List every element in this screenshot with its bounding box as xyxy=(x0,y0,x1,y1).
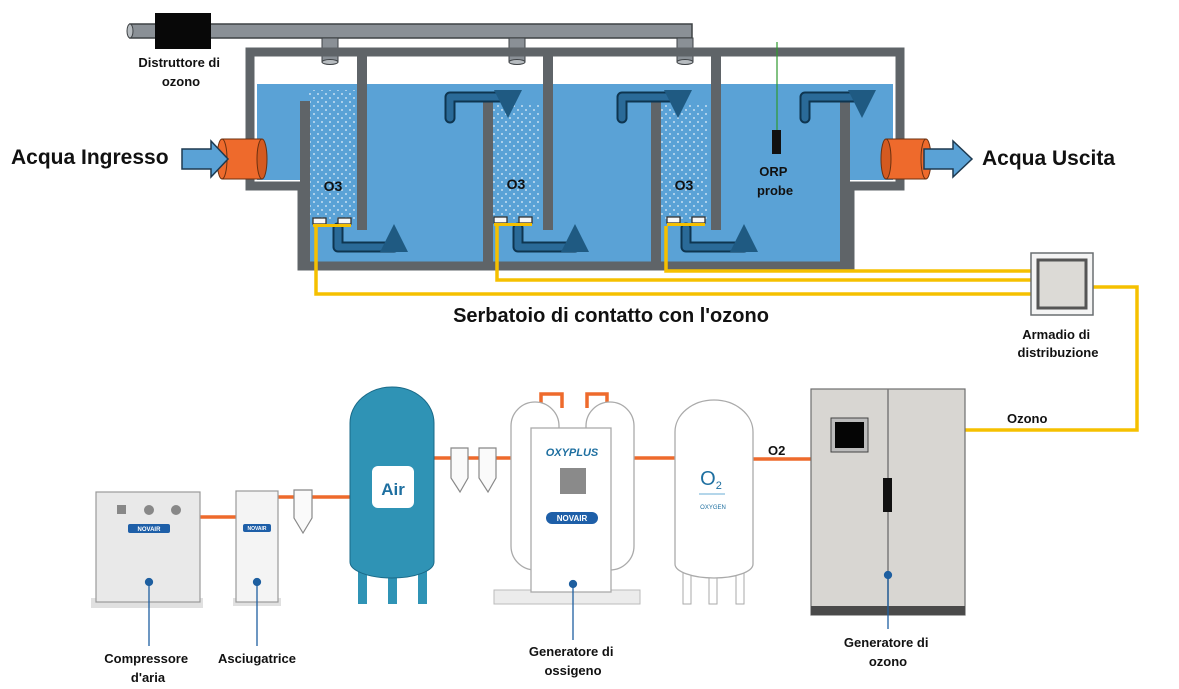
ozone-gen-label: Generatore di ozono xyxy=(844,635,932,669)
air-receiver-tank: Air xyxy=(349,386,435,604)
oxygen-tank: O2 OXYGEN xyxy=(674,399,754,605)
o3-label-2: O3 xyxy=(507,176,526,192)
water-out-label: Acqua Uscita xyxy=(982,147,1115,170)
orp-probe xyxy=(772,42,781,154)
o2-symbol: O2 xyxy=(700,468,722,492)
oxygen-gen-brand: NOVAIR xyxy=(557,514,588,523)
tank-title: Serbatoio di contatto con l'ozono xyxy=(453,305,769,327)
outlet-arrow xyxy=(923,139,974,179)
pointer-markers xyxy=(144,570,893,646)
air-tank-label: Air xyxy=(381,480,405,499)
diffuser-bases xyxy=(313,223,705,227)
dryer-label: Asciugatrice xyxy=(218,651,296,666)
compressor-label: Compressore d'aria xyxy=(104,651,191,685)
cabinet-label: Armadio di distribuzione xyxy=(1018,327,1099,360)
ozone-destroyer xyxy=(155,13,211,49)
distribution-cabinet xyxy=(1030,252,1094,316)
water-in-label: Acqua Ingresso xyxy=(11,146,169,169)
dryer-brand: NOVAIR xyxy=(247,526,266,532)
o2-line-label: O2 xyxy=(768,443,785,458)
outlet-pipe xyxy=(880,138,932,180)
filters xyxy=(293,447,497,535)
air-compressor: NOVAIR xyxy=(91,491,203,608)
process-pipes xyxy=(200,392,812,519)
flow-arrows xyxy=(332,90,876,253)
o3-label-1: O3 xyxy=(324,178,343,194)
oxygen-label: OXYGEN xyxy=(700,505,726,511)
oxygen-generator: OXYPLUS NOVAIR xyxy=(493,401,641,605)
diffusers xyxy=(312,216,706,225)
inlet-arrow xyxy=(181,139,230,179)
o3-label-3: O3 xyxy=(675,177,694,193)
ozone-line-label: Ozono xyxy=(1007,411,1047,426)
compressor-brand: NOVAIR xyxy=(138,527,162,533)
oxyplus-label: OXYPLUS xyxy=(546,447,599,459)
oxygen-gen-label: Generatore di ossigeno xyxy=(529,644,617,678)
destroyer-label: Distruttore di ozono xyxy=(138,55,223,89)
orp-label: ORP probe xyxy=(757,164,793,198)
